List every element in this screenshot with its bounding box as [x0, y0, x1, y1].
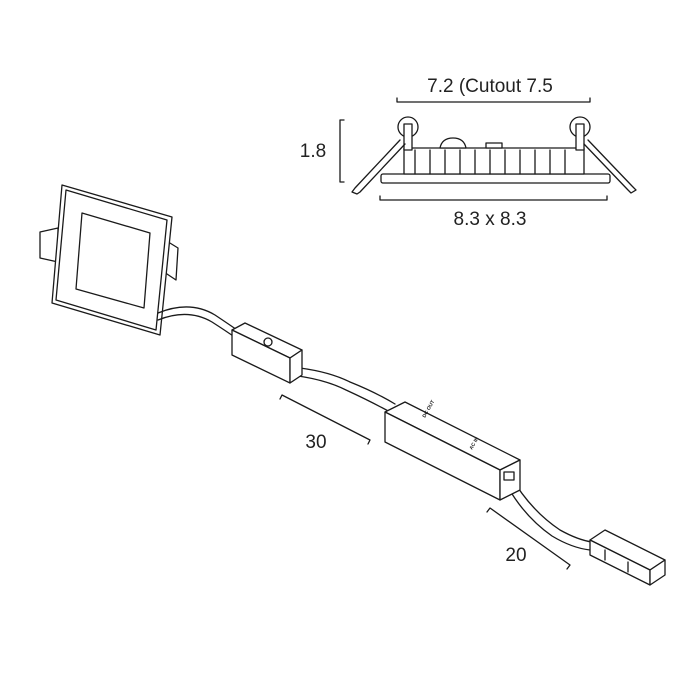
- outer-dimension-bracket: [379, 195, 608, 201]
- heatsink-fins: [414, 149, 566, 175]
- cable-1-length-label: 30: [305, 432, 326, 453]
- driver-socket: [503, 471, 515, 481]
- cable-panel-to-switch-edge: [157, 313, 237, 339]
- fixture-flange: [380, 173, 611, 184]
- led-driver: DC OUT AC IN: [384, 399, 521, 501]
- spring-arm-left: [351, 139, 406, 195]
- panel-frame-edge: [55, 189, 168, 331]
- cutout-dimension-bracket: [396, 97, 591, 103]
- cable-switch-to-driver-edge: [297, 375, 391, 413]
- cable-1-dimension-bracket: [279, 394, 371, 445]
- fixture-tab: [485, 142, 503, 149]
- clip-post-left: [403, 123, 413, 151]
- spring-arm-right: [583, 139, 637, 194]
- cable-2-length-label: 20: [505, 545, 526, 566]
- outer-dimension-label: 8.3 x 8.3: [454, 209, 527, 230]
- terminal-connector: [589, 529, 666, 586]
- height-dimension-bracket: [339, 119, 345, 183]
- fixture-body: [403, 147, 585, 175]
- cable-2-dimension-bracket: [486, 507, 571, 570]
- connector-details: [604, 549, 629, 573]
- clip-post-right: [575, 123, 585, 151]
- side-view: 7.2 (Cutout 7.5 1.8 8.3 x 8.3: [300, 76, 637, 230]
- fixture-dome: [439, 137, 467, 149]
- connector-end: [649, 559, 666, 586]
- panel-diffuser: [75, 212, 151, 309]
- cable-panel-to-switch: [157, 306, 241, 333]
- cutout-dimension-label: 7.2 (Cutout 7.5: [427, 76, 553, 97]
- cables: [157, 306, 593, 551]
- cct-selector-switch: [263, 337, 273, 347]
- panel-light: [39, 184, 179, 336]
- cable-switch-to-driver: [299, 367, 396, 405]
- switch-box-end: [289, 349, 303, 384]
- cable-driver-to-connector: [509, 474, 593, 543]
- height-dimension-label: 1.8: [300, 141, 326, 162]
- cable-driver-to-connector-edge: [503, 479, 591, 551]
- cct-switch-box: [231, 322, 303, 384]
